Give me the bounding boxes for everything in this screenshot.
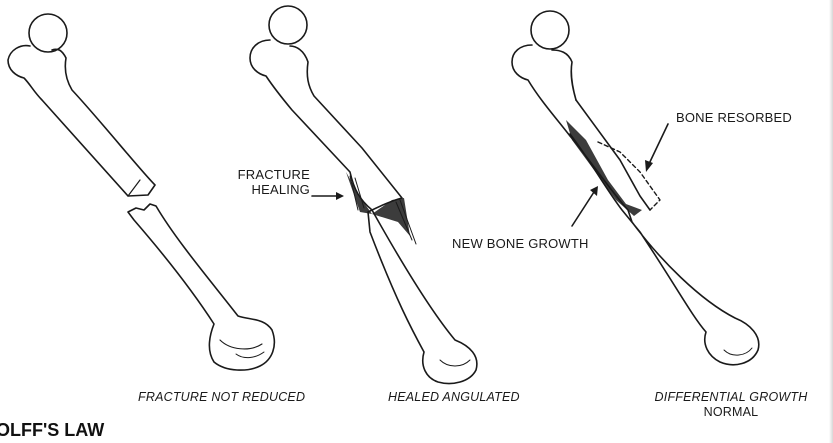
femoral-head-3 — [531, 11, 569, 49]
page-edge-shadow — [829, 0, 833, 443]
distal-fragment-1 — [128, 204, 274, 370]
caption-differential-growth-line-2: NORMAL — [636, 405, 826, 420]
proximal-fragment-1 — [8, 46, 155, 196]
new-bone-growth-arrow — [572, 192, 594, 226]
femoral-head-2 — [269, 6, 307, 44]
bone-resorbed-arrow — [648, 124, 668, 166]
fracture-healing-label: FRACTURE HEALING — [216, 167, 310, 197]
caption-differential-growth-line-1: DIFFERENTIAL GROWTH — [636, 390, 826, 405]
femur-differential-growth — [512, 11, 759, 365]
caption-healed-angulated: HEALED ANGULATED — [388, 390, 520, 405]
fracture-healing-line-1: FRACTURE — [216, 167, 310, 182]
new-bone-growth-label: NEW BONE GROWTH — [452, 236, 589, 251]
femoral-head-1 — [29, 14, 67, 52]
new-bone-shading — [566, 120, 642, 216]
caption-differential-growth: DIFFERENTIAL GROWTH NORMAL — [636, 390, 826, 420]
caption-fracture-not-reduced: FRACTURE NOT REDUCED — [138, 390, 305, 405]
femur-shaft-3 — [512, 45, 759, 365]
figure-title: OLFF'S LAW — [0, 420, 104, 441]
fracture-healing-line-2: HEALING — [216, 182, 310, 197]
bone-resorbed-label: BONE RESORBED — [676, 110, 792, 125]
